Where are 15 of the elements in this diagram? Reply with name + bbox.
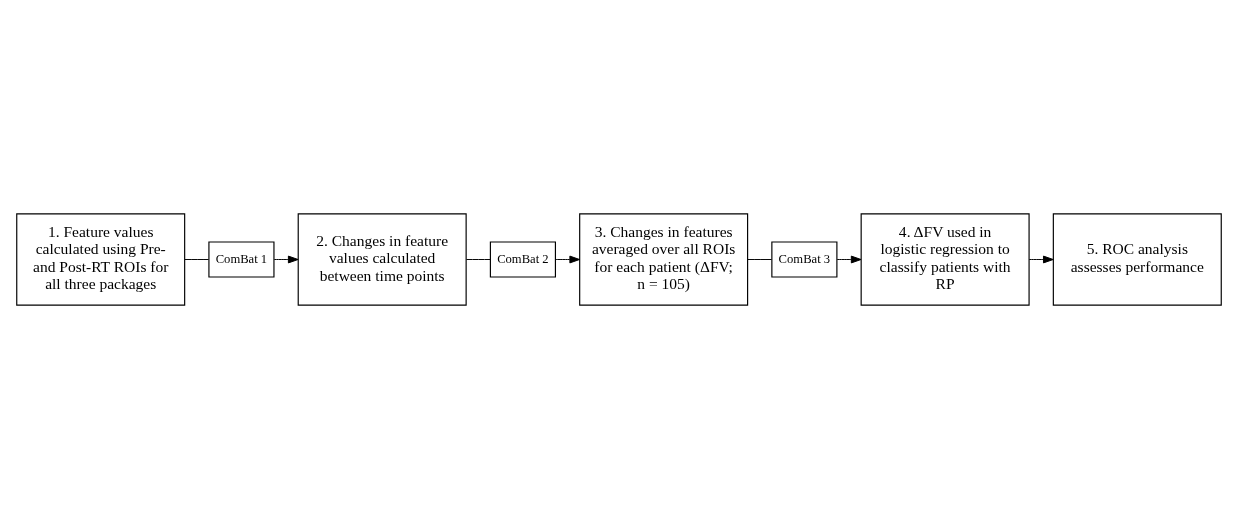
arrow [836,255,862,263]
node-box: ComBat 3 [771,240,838,278]
node-box: ComBat 2 [489,240,556,278]
arrow [273,255,299,263]
connector [466,258,491,260]
node-box: 5. ROC analysis assesses performance [1052,212,1222,306]
connector [747,258,773,260]
node-box: 3. Changes in features averaged over all ROIs for each patient (ΔFV; n = 105) [579,212,749,306]
connector [184,258,210,260]
arrow [555,255,581,263]
node-box: 4. ΔFV used in logistic regression to classify patients with RP [860,212,1030,306]
arrow [1028,255,1054,263]
node-box: ComBat 1 [208,240,275,278]
node-box: 1. Feature values calculated using Pre- and Post-RT ROIs for all three packages [16,212,186,306]
node-box: 2. Changes in feature values calculated between time points [297,212,467,306]
